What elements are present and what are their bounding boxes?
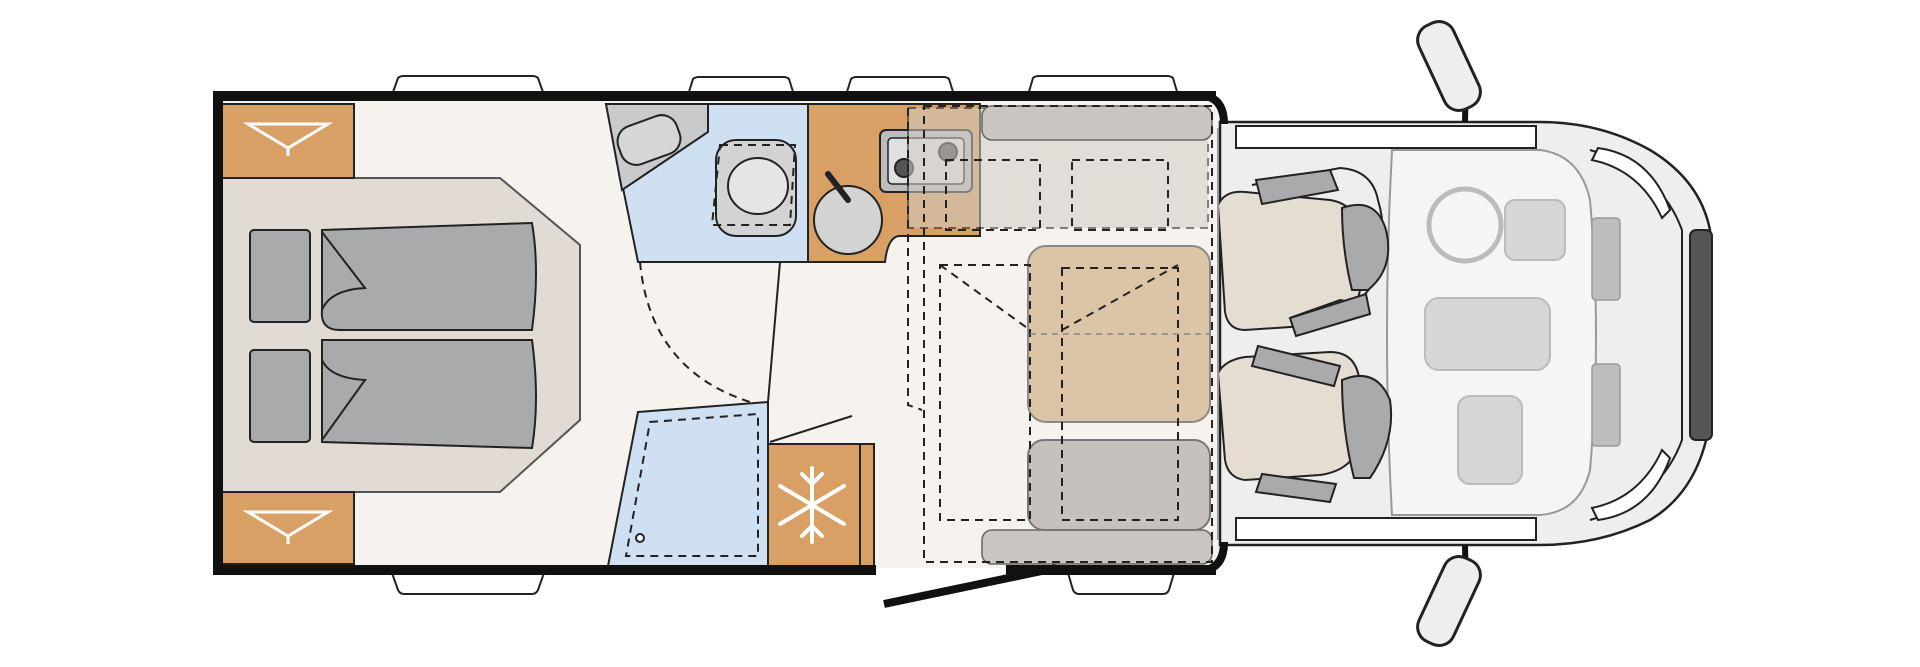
side-mirrors bbox=[1416, 20, 1482, 647]
pull-down-bed bbox=[923, 105, 1213, 563]
entry-door[interactable] bbox=[883, 564, 1057, 608]
cab-seats bbox=[1216, 166, 1393, 504]
steering-wheel-icon bbox=[1426, 186, 1504, 264]
rear-wardrobes bbox=[221, 103, 355, 565]
washroom bbox=[604, 103, 809, 403]
rear-twin-beds bbox=[221, 177, 581, 493]
top-windows bbox=[390, 75, 1180, 96]
bottom-windows bbox=[390, 572, 1176, 595]
snowflake-icon bbox=[778, 466, 846, 544]
fridge bbox=[767, 415, 875, 567]
hanger-icon bbox=[242, 510, 334, 544]
dinette bbox=[907, 105, 1213, 565]
hanger-icon bbox=[242, 122, 334, 156]
